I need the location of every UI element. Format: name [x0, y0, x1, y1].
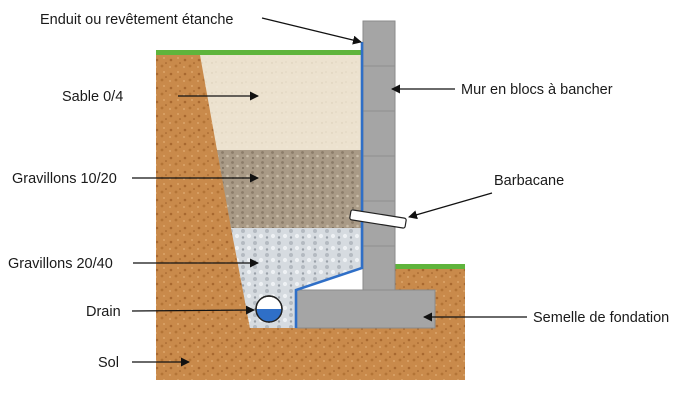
label-semelle: Semelle de fondation [533, 310, 669, 326]
sand-layer [200, 55, 362, 150]
foundation-footing [295, 289, 436, 329]
barbacane-leader [408, 192, 493, 220]
soil-layer [156, 53, 465, 380]
enduit-leader [261, 17, 362, 45]
waterproofing-line [294, 42, 364, 328]
gravel-10-20-layer [217, 150, 362, 228]
label-barbacane: Barbacane [494, 173, 564, 189]
wall-block-joints [363, 65, 395, 247]
label-gravillons-20-40: Gravillons 20/40 [8, 256, 113, 272]
label-mur: Mur en blocs à bancher [461, 82, 613, 98]
label-drain: Drain [86, 304, 121, 320]
grass-left [156, 50, 363, 55]
weep-hole-pipe [349, 209, 407, 229]
drain-leader [131, 305, 255, 315]
label-enduit: Enduit ou revêtement étanche [40, 12, 233, 28]
label-gravillons-10-20: Gravillons 10/20 [12, 171, 117, 187]
label-sable: Sable 0/4 [62, 89, 123, 105]
label-sol: Sol [98, 355, 119, 371]
grass-right [395, 264, 465, 269]
drain-pipe [255, 295, 283, 323]
